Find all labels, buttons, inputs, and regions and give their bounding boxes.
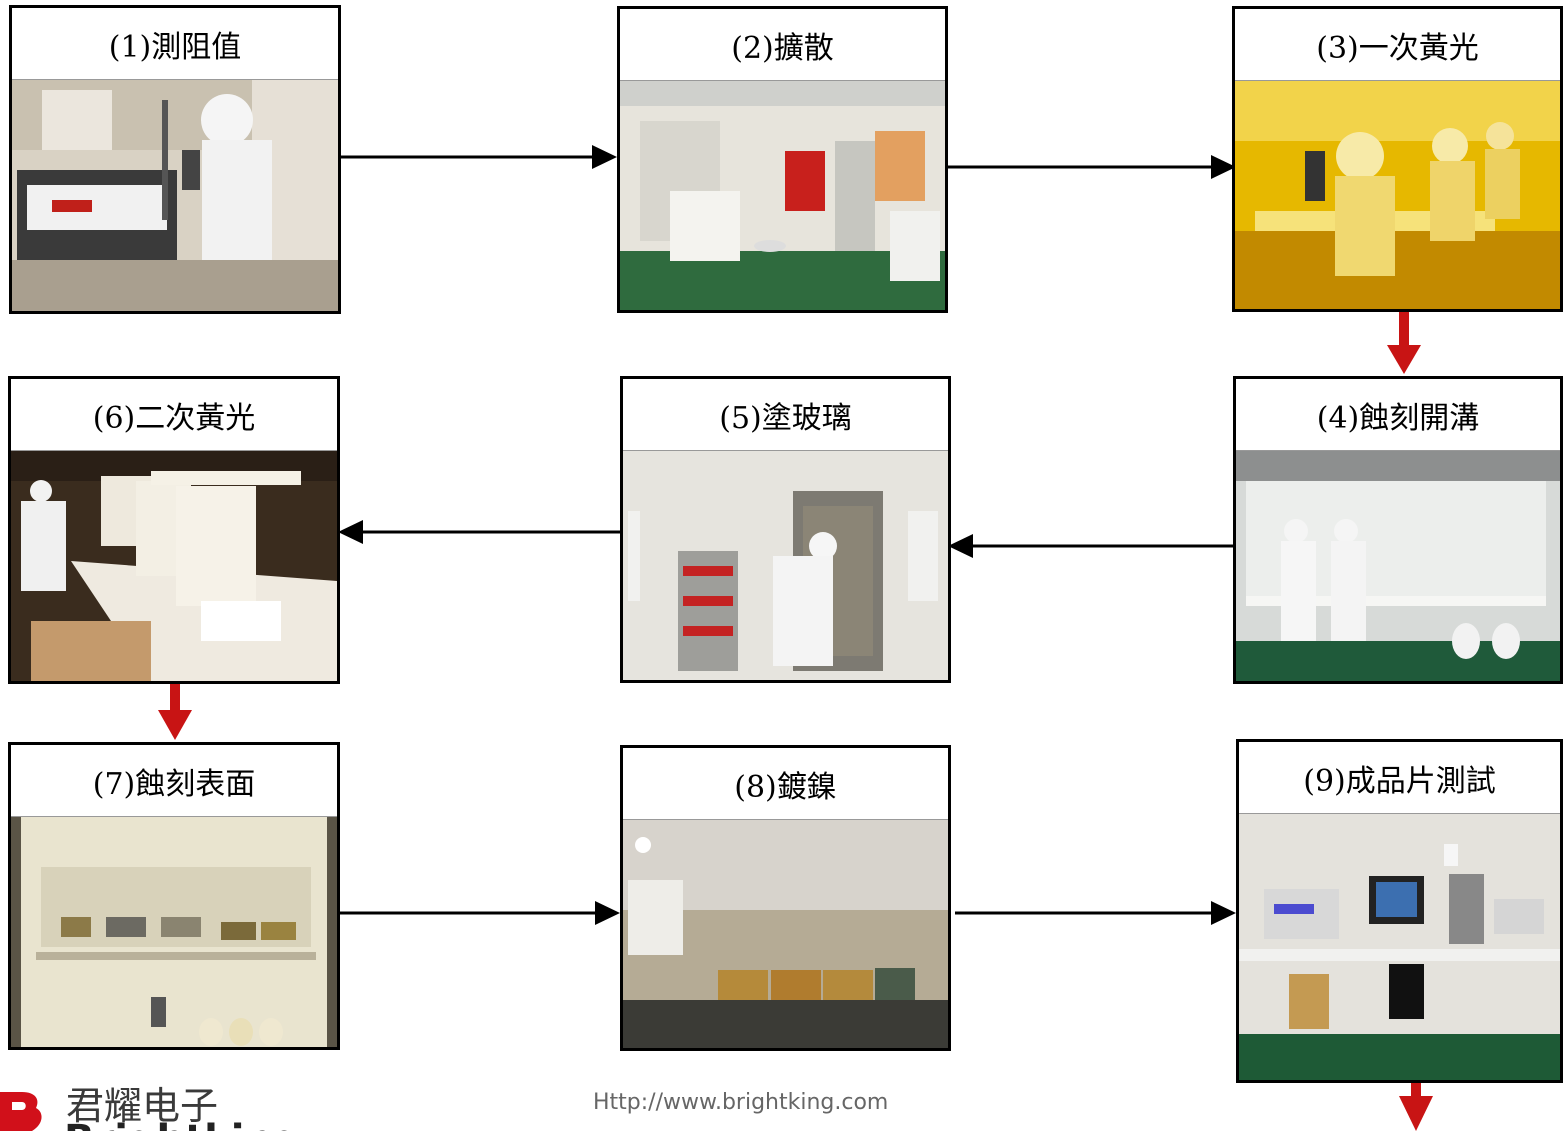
step-9-title: (9)成品片測試: [1239, 742, 1560, 814]
step-9: (9)成品片測試: [1236, 739, 1563, 1083]
step-5: (5)塗玻璃: [620, 376, 951, 683]
arrow-2-to-3: [947, 155, 1236, 179]
arrow-4-to-5: [948, 534, 1235, 558]
step-2-title: (2)擴散: [620, 9, 945, 81]
first-photolithography-photo: [1235, 81, 1560, 309]
brightking-logo: 君耀电子 Brightking: [0, 1084, 330, 1131]
step-7: (7)蝕刻表面: [8, 742, 340, 1050]
logo-chinese-name: 君耀电子: [66, 1084, 219, 1128]
arrow-3-to-4: [1387, 311, 1421, 374]
arrow-1-to-2: [340, 145, 617, 169]
step-6: (6)二次黃光: [8, 376, 340, 684]
resistance-test-photo: [12, 80, 338, 311]
step-7-title: (7)蝕刻表面: [11, 745, 337, 817]
step-8-title: (8)鍍鎳: [623, 748, 948, 820]
diffusion-furnace-photo: [620, 81, 945, 310]
step-3-title: (3)一次黃光: [1235, 9, 1560, 81]
logo-english-name: Brightking: [64, 1120, 302, 1131]
step-3: (3)一次黃光: [1232, 6, 1563, 312]
arrow-5-to-6: [338, 520, 621, 544]
step-2: (2)擴散: [617, 6, 948, 313]
arrow-8-to-9: [955, 901, 1236, 925]
second-photolithography-photo: [11, 451, 337, 681]
arrow-6-to-7: [158, 682, 192, 740]
arrow-9-down: [1399, 1082, 1433, 1131]
step-8: (8)鍍鎳: [620, 745, 951, 1051]
logo-mark-icon: [0, 1092, 42, 1131]
step-1: (1)測阻值: [9, 5, 341, 314]
trench-etching-photo: [1236, 451, 1560, 681]
glass-coating-photo: [623, 451, 948, 680]
surface-etching-photo: [11, 817, 337, 1047]
step-4: (4)蝕刻開溝: [1233, 376, 1563, 684]
nickel-plating-photo: [623, 820, 948, 1048]
finished-wafer-test-photo: [1239, 814, 1560, 1080]
step-6-title: (6)二次黃光: [11, 379, 337, 451]
website-url[interactable]: Http://www.brightking.com: [593, 1090, 889, 1115]
step-1-title: (1)測阻值: [12, 8, 338, 80]
step-4-title: (4)蝕刻開溝: [1236, 379, 1560, 451]
step-5-title: (5)塗玻璃: [623, 379, 948, 451]
arrow-7-to-8: [340, 901, 620, 925]
